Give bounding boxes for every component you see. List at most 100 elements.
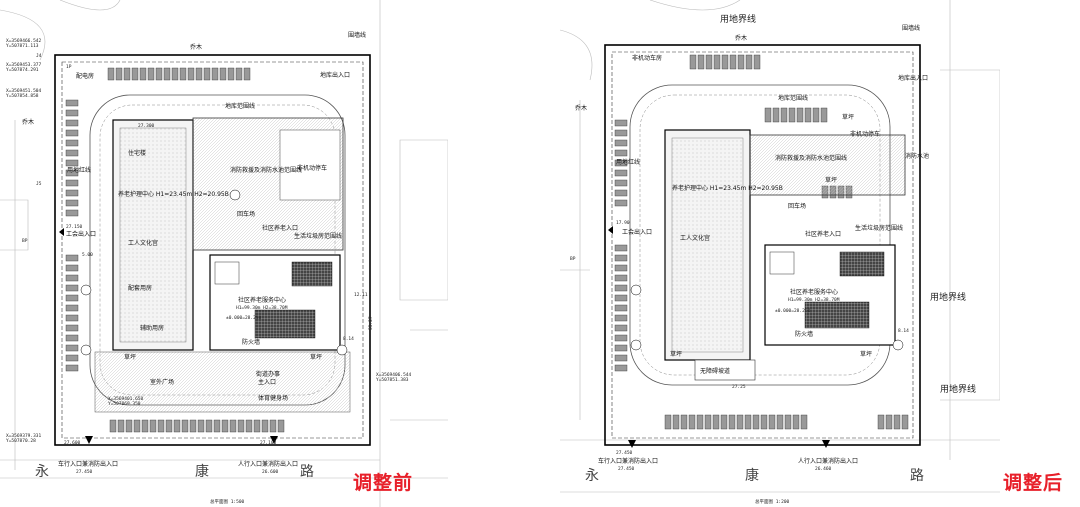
- label-elevation: ±0.000=28.250: [226, 315, 262, 321]
- label-fire-pool: 消防水池: [905, 152, 929, 160]
- label-fire-rescue: 消防救援及消防水池范围线: [775, 154, 847, 162]
- label-bp: BP: [570, 256, 576, 262]
- label-height: 27.450: [618, 466, 635, 472]
- label-elderly-entry: 社区养老入口: [805, 230, 841, 238]
- coord: Y=507851.383: [376, 377, 409, 383]
- label-height: 27.25: [732, 384, 746, 390]
- before-road-char-3: 路: [300, 464, 314, 480]
- label-outdoor-plaza: 室外广场: [150, 378, 174, 386]
- before-parking-left: [65, 99, 79, 372]
- label-height: 27.150: [66, 224, 83, 230]
- caption-before: 调整前: [353, 472, 414, 494]
- label-pedestrian-entry: 人行入口兼消防出入口: [798, 457, 858, 465]
- label-j5: J5: [36, 181, 42, 187]
- label-boundary-right-1: 用地界线: [930, 291, 966, 303]
- label-tree: 乔木: [735, 34, 747, 42]
- before-road-char-1: 永: [35, 464, 49, 480]
- label-fire-rescue: 消防救援及消防水池范围线: [230, 166, 302, 174]
- label-firewall: 防火墙: [795, 330, 813, 338]
- label-lawn-1: 草坪: [670, 350, 682, 358]
- label-dim: 53.27: [368, 316, 374, 330]
- after-road-char-3: 路: [910, 468, 924, 484]
- after-parking-left: [614, 119, 628, 372]
- after-plan-panel: 永 康 路 用地界线 用地界线 用地界线 乔木 乔木 围墙线 非机动车房 地库出…: [560, 0, 1000, 507]
- label-main-entry: 主入口: [258, 378, 276, 386]
- label-garage-entry: 地库出入口: [320, 71, 350, 79]
- label-bike-room: 非机动车房: [632, 54, 662, 62]
- label-lawn-3: 草坪: [825, 176, 837, 184]
- label-lawn-2: 草坪: [310, 353, 322, 361]
- label-bld4: 工人文化宫: [680, 234, 710, 242]
- coord: X=3569451.504: [6, 88, 42, 94]
- label-lawn-top: 草坪: [842, 113, 854, 121]
- label-wall: 围墙线: [902, 24, 920, 32]
- after-road-char-2: 康: [745, 467, 759, 484]
- label-lawn-2: 草坪: [860, 350, 872, 358]
- label-garbage-range: 生活垃圾房范围线: [294, 232, 342, 240]
- label-fitness: 体育健身场: [258, 394, 288, 402]
- label-power-room: 配电房: [76, 72, 94, 80]
- coord: X=3569466.542: [6, 38, 42, 44]
- coord: Y=507871.113: [6, 43, 39, 49]
- label-height: 26.600: [262, 469, 279, 475]
- label-bike-parking: 非机动停车: [850, 130, 880, 138]
- label-height: 27.300: [138, 123, 155, 129]
- label-bp: BP: [22, 238, 28, 244]
- coord: X=3569453.377: [6, 62, 42, 68]
- label-tree-left: 乔木: [22, 118, 34, 126]
- label-wall: 围墙线: [348, 31, 366, 39]
- label-lawn-1: 草坪: [124, 353, 136, 361]
- label-tree: 乔木: [190, 43, 202, 51]
- label-red-line: 用地红线: [67, 166, 91, 174]
- caption-after: 调整后: [1003, 472, 1064, 494]
- label-turnaround: 回车场: [237, 210, 255, 218]
- label-bld2: 辅助用房: [140, 324, 164, 332]
- label-accessible-ramp: 无障碍坡道: [700, 367, 730, 375]
- label-turnaround: 回车场: [788, 202, 806, 210]
- label-height: 27.450: [76, 469, 93, 475]
- label-j4: J4: [36, 53, 42, 59]
- label-dim: 5.00: [82, 252, 93, 258]
- after-parking-top: [689, 54, 761, 70]
- label-bike-parking: 非机动停车: [297, 164, 327, 172]
- label-union-entry: 工会出入口: [622, 228, 652, 236]
- label-dim: 17.90: [616, 220, 630, 226]
- label-service-1: 社区养老服务中心: [238, 296, 286, 304]
- label-pedestrian-entry: 人行入口兼消防出入口: [238, 460, 298, 468]
- label-vehicle-entry: 车行入口兼消防出入口: [58, 460, 118, 468]
- label-dim: 8.14: [898, 328, 909, 334]
- label-bld3: 住宅楼: [128, 149, 146, 157]
- coord: X=3569406.544: [376, 372, 412, 378]
- label-service-2: H1=99.30m H2=38.70M: [788, 297, 840, 303]
- label-vehicle-entry: 车行入口兼消防出入口: [598, 457, 658, 465]
- label-height: 27.450: [616, 450, 633, 456]
- label-elevation: ±0.000=28.250: [775, 308, 811, 314]
- label-service-2: H1=99.30m H2=38.70M: [236, 305, 288, 311]
- label-scale: 总平面图 1:200: [755, 498, 790, 505]
- label-garage-range: 地库范围线: [225, 102, 255, 110]
- coord: Y=507854.858: [6, 93, 39, 99]
- label-bld1: 养老护理中心 H1=23.45m H2=20.95B: [672, 184, 783, 192]
- label-dim: 12.11: [354, 292, 368, 298]
- label-garbage-range: 生活垃圾房范围线: [855, 224, 903, 232]
- label-boundary-top: 用地界线: [720, 13, 756, 25]
- after-site-plan: 永 康 路 用地界线 用地界线 用地界线 乔木 乔木 围墙线 非机动车房 地库出…: [560, 0, 1000, 505]
- label-service-1: 社区养老服务中心: [790, 288, 838, 296]
- label-scale: 总平面图 1:500: [210, 498, 245, 505]
- before-site-plan: 永 康 路 X=3569466.542 Y=507871.113 X=35694…: [0, 0, 448, 507]
- coord: Y=507874.291: [6, 67, 39, 73]
- label-garage-range: 地库范围线: [778, 94, 808, 102]
- label-garage-entry: 地库出入口: [898, 74, 928, 82]
- label-bld5: 配套用房: [128, 284, 152, 292]
- label-red-line: 用地红线: [616, 158, 640, 166]
- label-height: 27.600: [64, 440, 81, 446]
- before-plaza: [94, 351, 351, 413]
- before-plan-panel: 永 康 路 X=3569466.542 Y=507871.113 X=35694…: [0, 0, 448, 507]
- label-dim: 8.14: [343, 336, 354, 342]
- label-office: 街道办事: [256, 370, 280, 378]
- label-height: 27.100: [260, 440, 277, 446]
- label-bld1: 养老护理中心 H1=23.45m H2=20.95B: [118, 190, 229, 198]
- coord: Y=507869.350: [108, 401, 141, 407]
- coord: X=3569379.331: [6, 433, 42, 439]
- label-bld4: 工人文化宫: [128, 239, 158, 247]
